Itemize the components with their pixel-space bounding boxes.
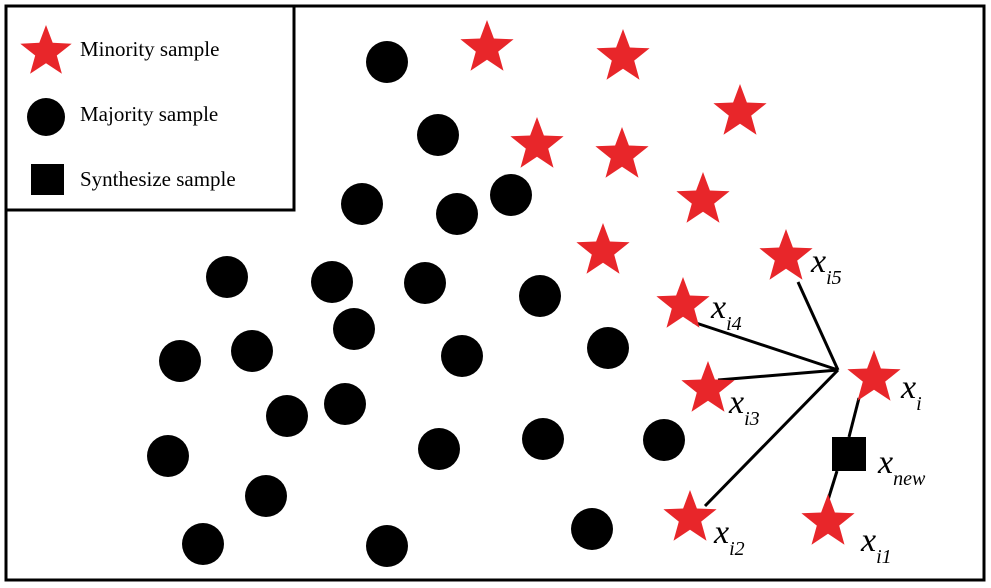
majority-sample-circle (266, 395, 308, 437)
minority-sample-star (656, 277, 710, 328)
minority-sample-star (596, 29, 650, 80)
majority-sample-circle (490, 174, 532, 216)
label-xi2: xi2 (713, 514, 745, 560)
label-xnew: xnew (877, 444, 926, 490)
majority-sample-circle (231, 330, 273, 372)
majority-sample-circle (159, 340, 201, 382)
majority-sample-circle (341, 183, 383, 225)
legend: Minority sample Majority sample Synthesi… (4, 4, 296, 212)
neighbor-line (717, 368, 839, 382)
legend-minority-label: Minority sample (80, 37, 219, 61)
majority-sample-circle (441, 335, 483, 377)
legend-circle-icon (27, 98, 65, 136)
majority-sample-circle (206, 256, 248, 298)
majority-sample-circle (311, 261, 353, 303)
majority-sample-circle (519, 275, 561, 317)
majority-sample-circle (522, 418, 564, 460)
minority-sample-star (595, 127, 649, 178)
synthesized-sample-square (832, 437, 866, 471)
minority-sample-star (576, 223, 630, 274)
majority-sample-circle (147, 435, 189, 477)
minority-sample-star (460, 20, 514, 71)
majority-sample-circle (404, 262, 446, 304)
minority-sample-star (847, 350, 901, 401)
minority-sample-star (759, 229, 813, 280)
neighbor-line (692, 320, 839, 372)
majority-sample-circle (366, 525, 408, 567)
neighbor-line (796, 281, 840, 371)
label-xi: xi (900, 369, 922, 415)
legend-majority-label: Majority sample (80, 102, 218, 126)
majority-sample-circle (324, 383, 366, 425)
majority-sample-circle (571, 508, 613, 550)
minority-sample-star (681, 361, 735, 412)
neighbor-line (826, 470, 839, 501)
majority-sample-circle (418, 428, 460, 470)
majority-samples (147, 41, 685, 567)
label-xi5: xi5 (810, 243, 842, 289)
minority-sample-star (663, 490, 717, 541)
neighbor-line (703, 368, 840, 508)
label-xi3: xi3 (728, 384, 760, 430)
majority-sample-circle (333, 308, 375, 350)
minority-sample-star (676, 172, 730, 223)
majority-sample-circle (643, 419, 685, 461)
neighbor-line (847, 397, 861, 438)
majority-sample-circle (245, 475, 287, 517)
minority-sample-star (510, 117, 564, 168)
majority-sample-circle (436, 193, 478, 235)
majority-sample-circle (366, 41, 408, 83)
label-xi4: xi4 (710, 289, 742, 335)
neighbor-connectors (692, 281, 861, 508)
label-xi1: xi1 (860, 522, 892, 568)
legend-square-icon (31, 164, 64, 195)
minority-samples (460, 20, 901, 545)
legend-synthesize-label: Synthesize sample (80, 167, 236, 191)
minority-sample-star (801, 494, 855, 545)
legend-star-icon (20, 25, 72, 74)
majority-sample-circle (587, 327, 629, 369)
majority-sample-circle (182, 523, 224, 565)
majority-sample-circle (417, 114, 459, 156)
legend-star-shape (20, 25, 72, 74)
minority-sample-star (713, 84, 767, 135)
